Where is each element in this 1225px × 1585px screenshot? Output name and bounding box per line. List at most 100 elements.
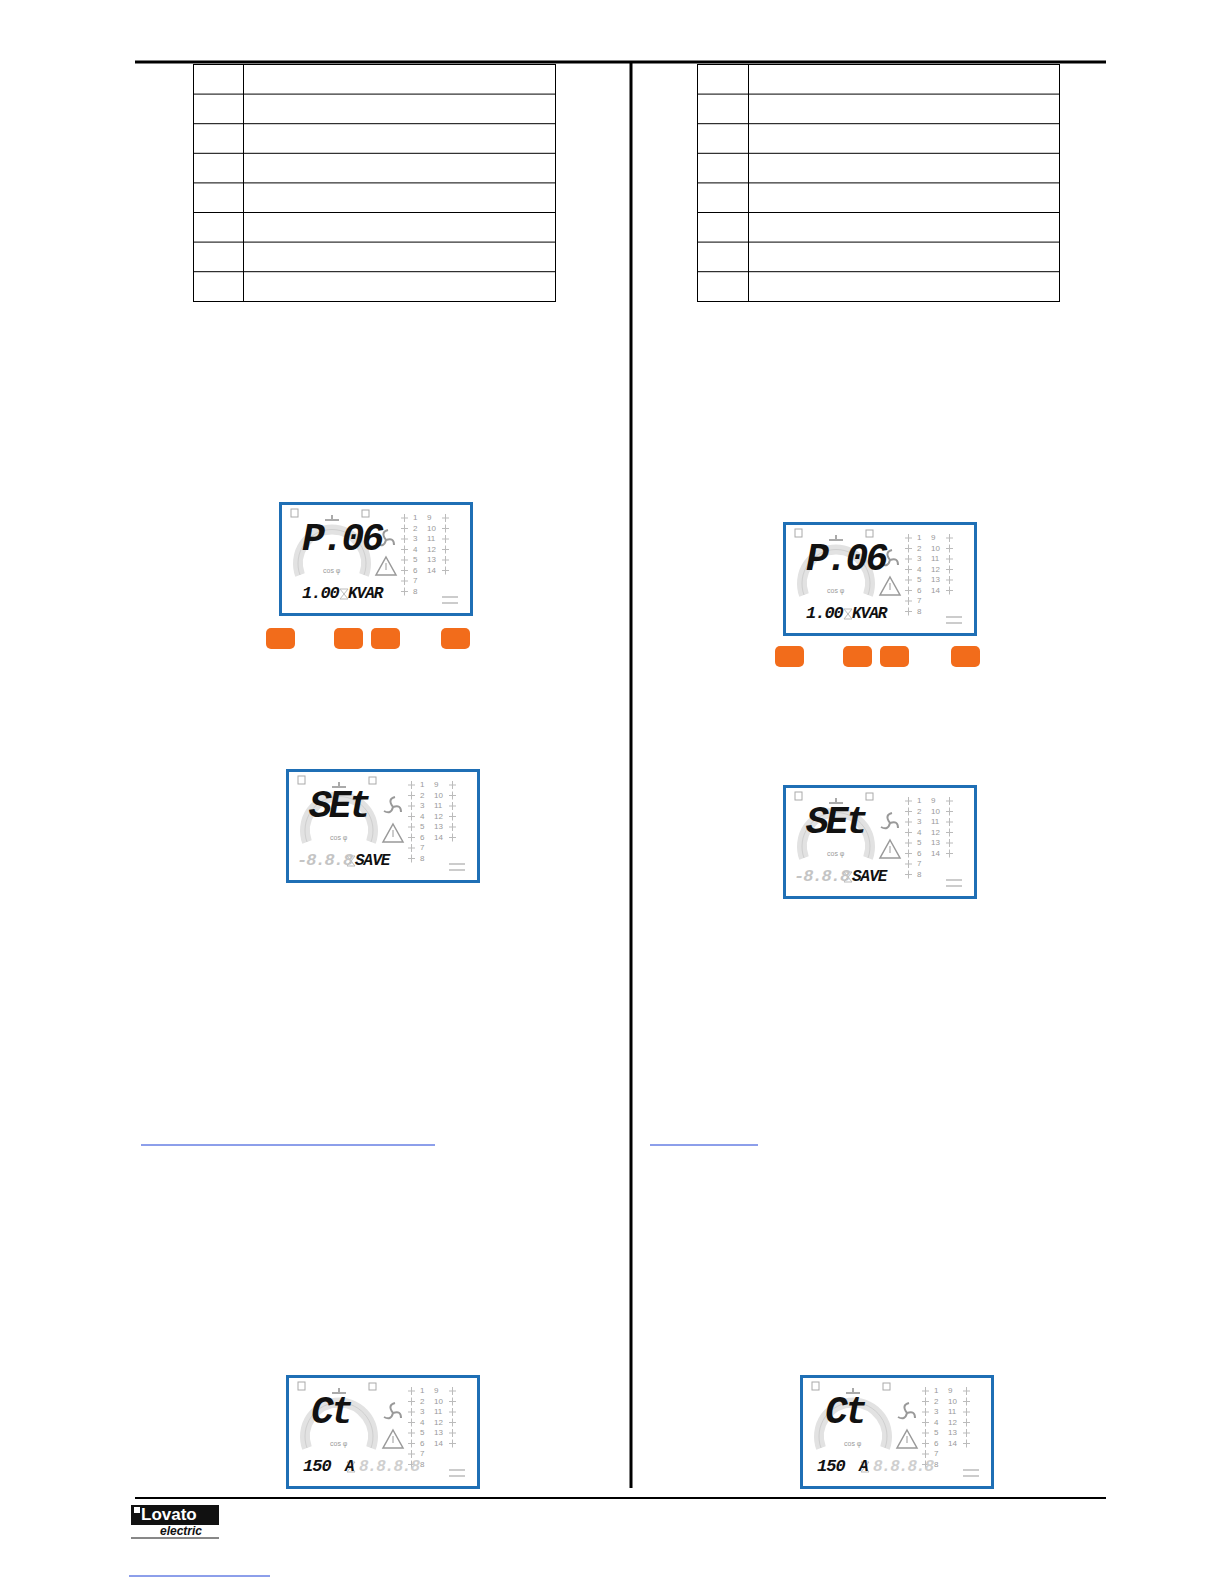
step-number: 1	[420, 781, 424, 789]
step-number: 2	[934, 1398, 938, 1406]
step-number: 14	[434, 834, 443, 842]
step-number: 9	[931, 797, 935, 805]
step-number: 9	[434, 1387, 438, 1395]
step-number: 3	[917, 818, 921, 826]
step-number: 4	[934, 1419, 938, 1427]
step-number: 8	[420, 855, 424, 863]
step-number: 14	[948, 1440, 957, 1448]
step-number: 2	[413, 525, 417, 533]
display-value: 1.00	[806, 605, 843, 622]
step-number: 5	[934, 1429, 938, 1437]
display-value: 8.8.8.8	[359, 1459, 419, 1475]
step-number: 11	[931, 555, 939, 563]
step-number: 11	[434, 802, 442, 810]
cos-phi-label: cos φ	[827, 850, 844, 857]
lcd-display: P.061.00KVARcos φ1234567891011121314	[783, 522, 977, 636]
step-number: 6	[917, 587, 921, 595]
step-number: 10	[948, 1398, 957, 1406]
display-main: P.06	[302, 521, 381, 559]
step-number: 8	[934, 1461, 938, 1469]
step-number: 3	[934, 1408, 938, 1416]
cos-phi-label: cos φ	[330, 1440, 347, 1447]
step-number: 1	[413, 514, 417, 522]
step-number: 11	[931, 818, 939, 826]
step-number: 1	[917, 797, 921, 805]
step-number: 10	[434, 792, 443, 800]
display-value: -8.8.8	[297, 852, 352, 869]
step-number: 5	[413, 556, 417, 564]
step-number: 1	[934, 1387, 938, 1395]
logo-subword: electric	[160, 1525, 202, 1537]
step-number: 7	[420, 844, 424, 852]
step-number: 8	[917, 608, 921, 616]
step-number: 11	[948, 1408, 956, 1416]
step-number: 6	[420, 834, 424, 842]
step-number: 7	[420, 1450, 424, 1458]
display-main: Ct	[825, 1394, 865, 1432]
step-number: 9	[434, 781, 438, 789]
display-main: Ct	[311, 1394, 351, 1432]
step-number: 10	[931, 545, 940, 553]
step-number: 9	[931, 534, 935, 542]
step-number: 13	[434, 823, 443, 831]
step-number: 6	[413, 567, 417, 575]
display-main: SEt	[309, 788, 368, 826]
display-value: A	[859, 1459, 868, 1475]
step-number: 4	[917, 566, 921, 574]
display-main: SEt	[806, 804, 865, 842]
step-number: 2	[420, 1398, 424, 1406]
display-value: 8.8.8.8	[873, 1459, 933, 1475]
step-number: 12	[434, 1419, 443, 1427]
step-number: 5	[420, 823, 424, 831]
cos-phi-label: cos φ	[827, 587, 844, 594]
step-number: 4	[917, 829, 921, 837]
step-number: 14	[434, 1440, 443, 1448]
step-number: 3	[420, 1408, 424, 1416]
step-number: 9	[427, 514, 431, 522]
step-number: 14	[931, 587, 940, 595]
step-number: 13	[948, 1429, 957, 1437]
lcd-display: SEt-8.8.8SAVEcos φ1234567891011121314	[286, 769, 480, 883]
cos-phi-label: cos φ	[330, 834, 347, 841]
step-number: 13	[427, 556, 436, 564]
logo-word: Lovato	[141, 1506, 197, 1523]
step-number: 1	[917, 534, 921, 542]
step-number: 8	[420, 1461, 424, 1469]
step-number: 3	[917, 555, 921, 563]
display-value: -8.8.8	[794, 868, 849, 885]
step-number: 8	[917, 871, 921, 879]
display-value: 1.00	[302, 585, 339, 602]
display-value: A	[345, 1459, 354, 1475]
step-number: 1	[420, 1387, 424, 1395]
step-number: 8	[413, 588, 417, 596]
step-number: 4	[420, 813, 424, 821]
lcd-display: Ct150A8.8.8.8cos φ1234567891011121314	[286, 1375, 480, 1489]
cos-phi-label: cos φ	[844, 1440, 861, 1447]
step-number: 6	[420, 1440, 424, 1448]
cos-phi-label: cos φ	[323, 567, 340, 574]
display-value: SAVE	[355, 853, 389, 869]
display-value: 150	[817, 1458, 845, 1475]
step-number: 3	[413, 535, 417, 543]
step-number: 14	[427, 567, 436, 575]
step-number: 4	[420, 1419, 424, 1427]
step-number: 6	[917, 850, 921, 858]
step-number: 11	[434, 1408, 442, 1416]
step-number: 7	[917, 860, 921, 868]
step-number: 2	[420, 792, 424, 800]
display-value: SAVE	[852, 869, 886, 885]
display-value: KVAR	[348, 586, 382, 602]
display-value: KVAR	[852, 606, 886, 622]
step-number: 13	[434, 1429, 443, 1437]
step-number: 12	[931, 566, 940, 574]
step-number: 9	[948, 1387, 952, 1395]
step-number: 12	[427, 546, 436, 554]
step-number: 4	[413, 546, 417, 554]
step-number: 11	[427, 535, 435, 543]
step-number: 7	[917, 597, 921, 605]
step-number: 2	[917, 808, 921, 816]
step-number: 12	[931, 829, 940, 837]
step-number: 2	[917, 545, 921, 553]
step-number: 14	[931, 850, 940, 858]
